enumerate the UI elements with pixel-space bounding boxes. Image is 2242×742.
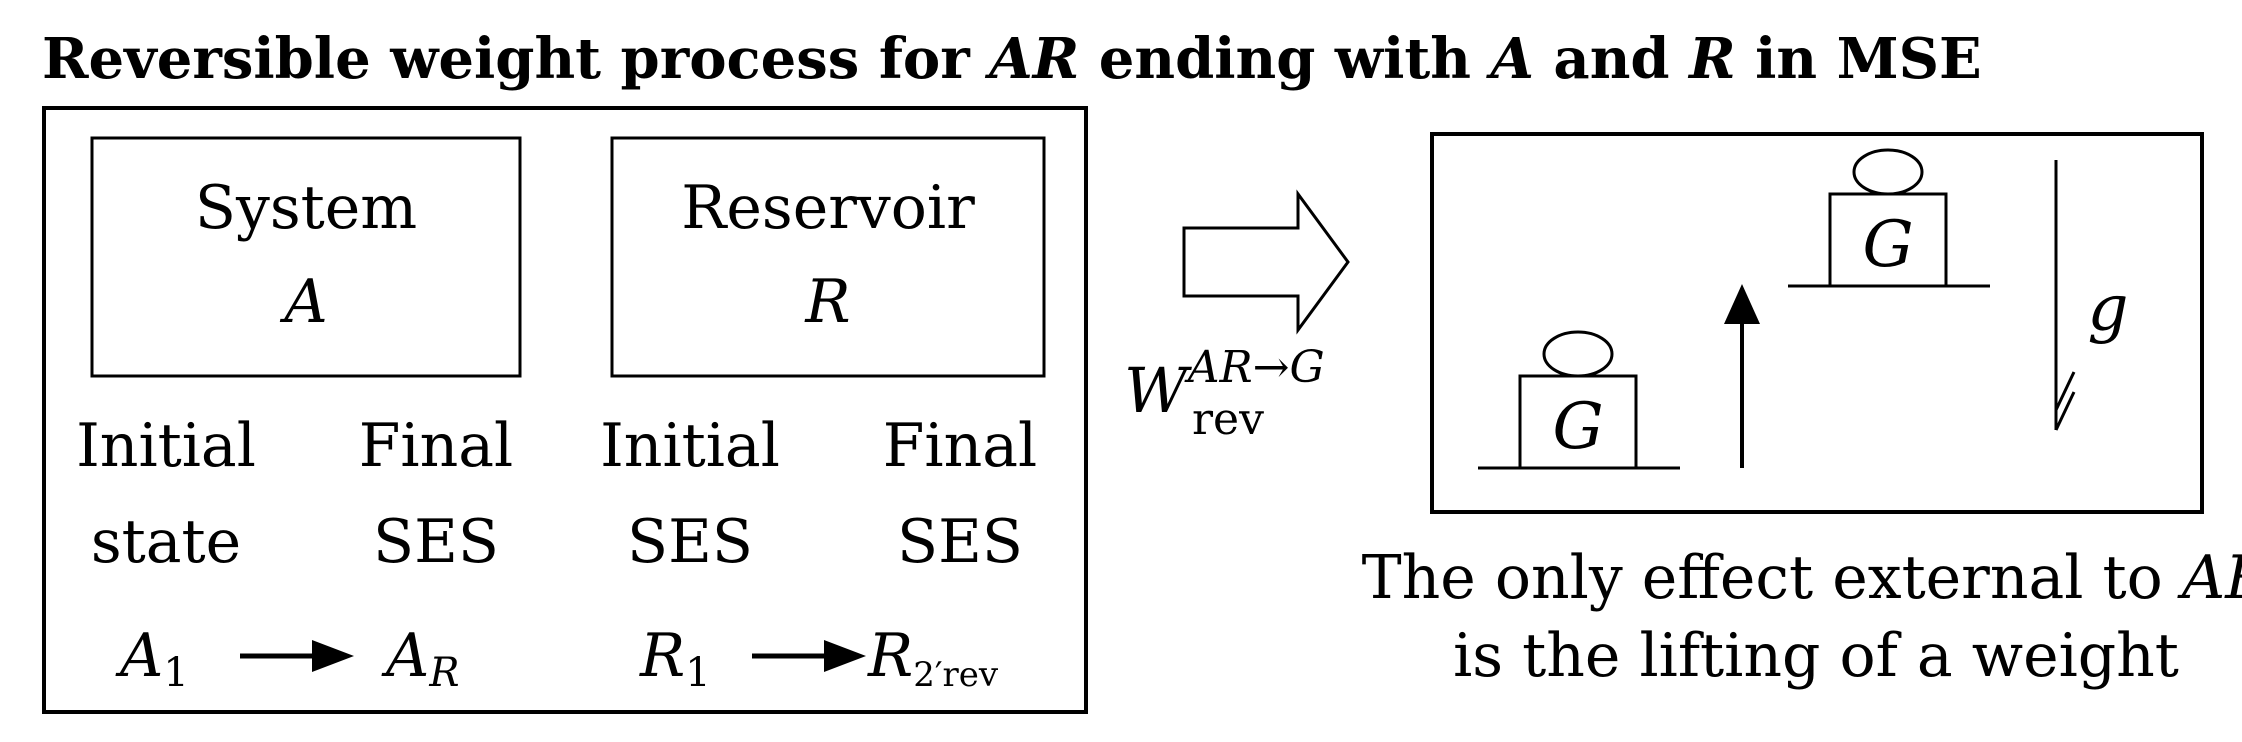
a-initial-line2: state — [91, 507, 241, 577]
reservoir-box: Reservoir R — [610, 136, 1046, 378]
r-final-symbol: R2′rev — [867, 621, 999, 695]
a-transition-arrow-head — [312, 640, 354, 672]
system-box: System A — [90, 136, 522, 378]
r-initial-line1: Initial — [600, 411, 780, 481]
reservoir-label: Reservoir — [681, 173, 975, 243]
a-initial-line1: Initial — [76, 411, 256, 481]
a-final-line1: Final — [359, 411, 513, 481]
r-final-line1: Final — [883, 411, 1037, 481]
r-initial-line2: SES — [627, 507, 753, 577]
a-final-line2: SES — [373, 507, 499, 577]
system-symbol: A — [279, 267, 327, 337]
work-subscript: rev — [1192, 394, 1264, 445]
state-transitions: A1 AR R1 R2′rev — [115, 621, 999, 696]
work-symbol: WAR→G — [1124, 342, 1325, 427]
gravity-arrow-barb-2 — [2054, 371, 2076, 411]
system-reservoir-frame — [42, 106, 1088, 714]
reservoir-symbol: R — [804, 267, 850, 337]
reservoir-box-border — [610, 136, 1046, 378]
r-transition-arrow-head — [824, 640, 866, 672]
big-hollow-arrow — [1182, 189, 1350, 335]
state-labels: Initial state Final SES Initial SES Fina… — [76, 411, 1037, 577]
weight-panel-border — [1430, 132, 2204, 514]
caption-line-1: The only effect external to AR — [1362, 543, 2242, 613]
gravity-arrow-barb-1 — [2054, 391, 2076, 431]
diagram-title: Reversible weight process for AR ending … — [42, 26, 1982, 92]
system-box-border — [90, 136, 522, 378]
a-initial-symbol: A1 — [115, 621, 189, 696]
lift-arrow-head — [1724, 284, 1760, 324]
a-final-symbol: AR — [381, 621, 459, 696]
lower-weight-label: G — [1552, 390, 1603, 464]
upper-weight-label: G — [1862, 208, 1913, 282]
caption-line-2: is the lifting of a weight — [1453, 621, 2179, 691]
gravity-label: g — [2088, 272, 2129, 346]
lower-weight-handle — [1542, 330, 1614, 378]
r-final-line2: SES — [897, 507, 1023, 577]
upper-weight-handle — [1852, 148, 1924, 196]
system-label: System — [195, 173, 417, 243]
weight-panel: G G g — [1430, 132, 2204, 514]
r-initial-symbol: R1 — [639, 621, 711, 696]
